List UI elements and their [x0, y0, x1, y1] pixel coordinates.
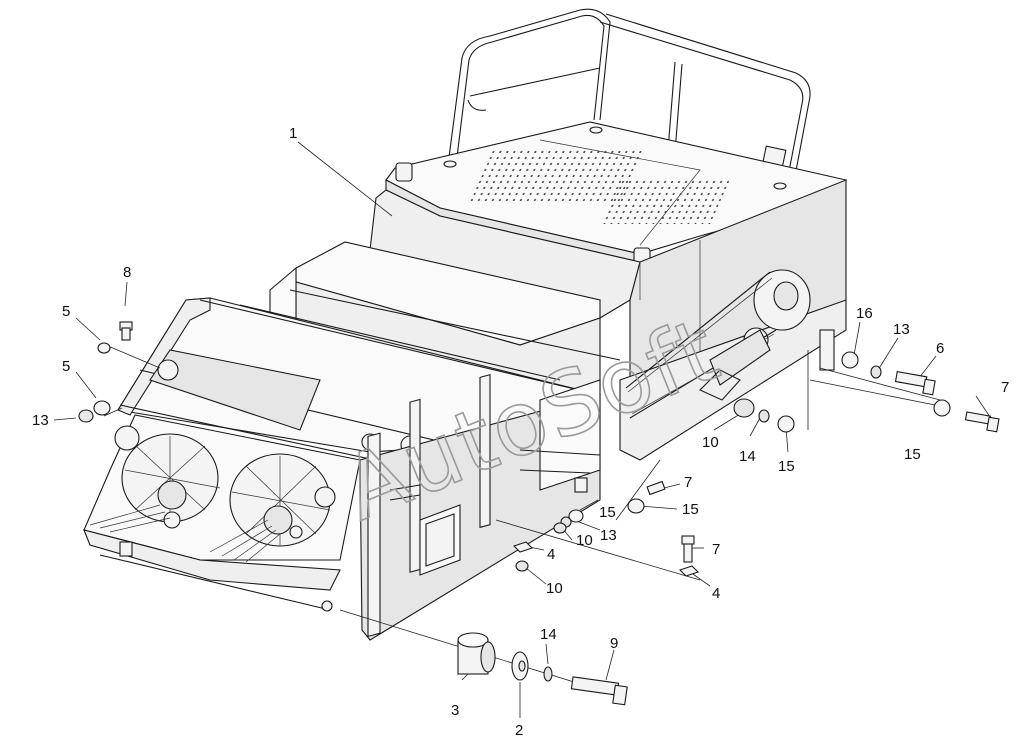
callout-13b: 13 [600, 527, 617, 544]
bolt-7b-icon [646, 480, 666, 496]
callout-1: 1 [289, 125, 297, 142]
front-hoppers [83, 414, 361, 612]
middle-housing [269, 241, 601, 401]
bolt-7-icon [964, 411, 1000, 433]
washer-5b-icon [93, 400, 111, 416]
nut-10c-icon [515, 560, 529, 572]
bolt-7c-icon [681, 535, 695, 563]
callout-7a: 7 [1001, 379, 1009, 396]
callout-13a: 14 [739, 448, 756, 465]
callout-10a: 10 [702, 434, 719, 451]
callout-5b: 5 [62, 358, 70, 375]
callout-16: 16 [856, 305, 873, 322]
lock-washer-12-icon [870, 365, 882, 379]
callout-15a: 15 [904, 446, 921, 463]
washer-15-icon [933, 399, 951, 417]
washer-15b-icon [777, 415, 795, 433]
callout-2: 2 [515, 722, 523, 739]
callout-10c: 10 [546, 580, 563, 597]
deck-perforations [470, 150, 731, 224]
bolt-6-icon [894, 371, 936, 396]
callout-6: 6 [936, 340, 944, 357]
washer-5-icon [97, 342, 111, 354]
nut-10b-icon [553, 522, 567, 534]
nut-11-icon [78, 409, 94, 423]
washer-16-icon [841, 351, 859, 369]
washer-15d-icon [568, 509, 584, 523]
callout-4a: 4 [547, 546, 555, 563]
callout-11: 13 [32, 412, 49, 429]
bolt-8-icon [119, 321, 133, 341]
side-frame [359, 374, 601, 641]
bushing-3-icon [457, 632, 496, 675]
plate-4-icon [512, 541, 534, 553]
callout-8: 8 [123, 264, 131, 281]
callout-12: 13 [893, 321, 910, 338]
plate-4b-icon [678, 565, 700, 577]
callout-7b: 7 [684, 474, 692, 491]
callout-14: 14 [540, 626, 557, 643]
leader-lines [53, 141, 993, 718]
roll-bar [447, 8, 811, 193]
callout-5a: 5 [62, 303, 70, 320]
washer-2-icon [511, 651, 529, 681]
callout-4b: 4 [712, 585, 720, 602]
bolt-9-icon [570, 676, 628, 706]
callout-10b: 10 [576, 532, 593, 549]
drive-side [619, 269, 847, 461]
lock-washer-13-icon [758, 409, 770, 423]
lock-washer-14-icon [543, 666, 553, 682]
callout-labels: 1 8 5 5 13 16 13 6 7 15 10 14 15 15 7 15… [32, 125, 1009, 739]
callout-15d: 15 [682, 501, 699, 518]
callout-9: 9 [610, 635, 618, 652]
washer-15c-icon [627, 498, 645, 514]
hardware-parts [78, 321, 1000, 706]
callout-3: 3 [451, 702, 459, 719]
callout-7c: 7 [712, 541, 720, 558]
nut-10-icon [733, 398, 755, 418]
callout-15b: 15 [778, 458, 795, 475]
top-deck [385, 121, 848, 267]
callout-15c: 15 [599, 504, 616, 521]
